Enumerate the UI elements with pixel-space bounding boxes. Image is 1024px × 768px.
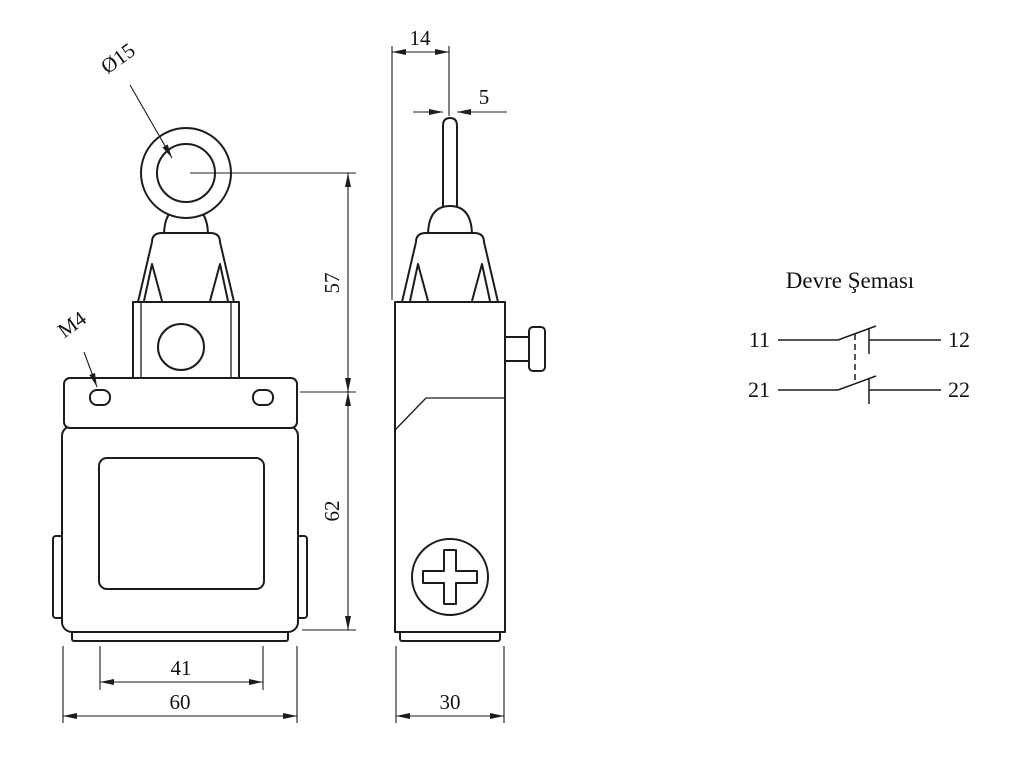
side-view: 14 5 30 — [391, 26, 546, 723]
mount-hole-left — [89, 389, 111, 406]
contact-blade-bottom — [837, 375, 877, 391]
plunger-cap — [528, 326, 546, 372]
thread-label: M4 — [53, 306, 91, 343]
cover-panel — [98, 457, 265, 590]
top-flange — [63, 377, 298, 429]
side-ring-collar — [427, 205, 473, 237]
hole-spacing-value: 41 — [171, 656, 192, 680]
mount-hole-right — [252, 389, 274, 406]
head-cup — [137, 232, 235, 303]
terminal-21-label: 21 — [748, 377, 770, 402]
side-head-clip-right — [471, 263, 491, 302]
side-head-clip-left — [409, 263, 429, 302]
head-clip-right — [209, 263, 229, 302]
ring-diameter-label: Ø15 — [96, 38, 139, 79]
head-clip-left — [143, 263, 163, 302]
contact-blade-top — [837, 325, 877, 341]
terminal-22-label: 22 — [948, 377, 970, 402]
front-view: Ø15 M4 57 62 41 — [52, 38, 356, 723]
screw-cross — [422, 549, 478, 605]
body-height-value: 62 — [320, 501, 344, 522]
head-offset-value: 14 — [410, 26, 432, 50]
front-view-part — [52, 127, 308, 642]
circuit-title: Devre Şeması — [786, 268, 914, 293]
side-view-dimensions: 14 5 30 — [391, 26, 507, 723]
terminal-11-label: 11 — [749, 327, 770, 352]
side-view-part — [394, 117, 546, 642]
side-body-step — [394, 397, 505, 431]
body-depth-value: 30 — [440, 690, 461, 714]
side-head-cup — [401, 232, 499, 303]
body-width-value: 60 — [170, 690, 191, 714]
circuit-diagram: Devre Şeması 11 12 21 22 — [748, 268, 970, 404]
lever-thickness-value: 5 — [479, 85, 490, 109]
ring-diameter-leader — [129, 84, 173, 159]
plunger-shaft — [504, 336, 532, 362]
upper-height-value: 57 — [320, 273, 344, 294]
thread-leader — [83, 351, 98, 388]
lever-rod — [442, 117, 458, 219]
cable-entry-circle — [157, 323, 205, 371]
terminal-12-label: 12 — [948, 327, 970, 352]
